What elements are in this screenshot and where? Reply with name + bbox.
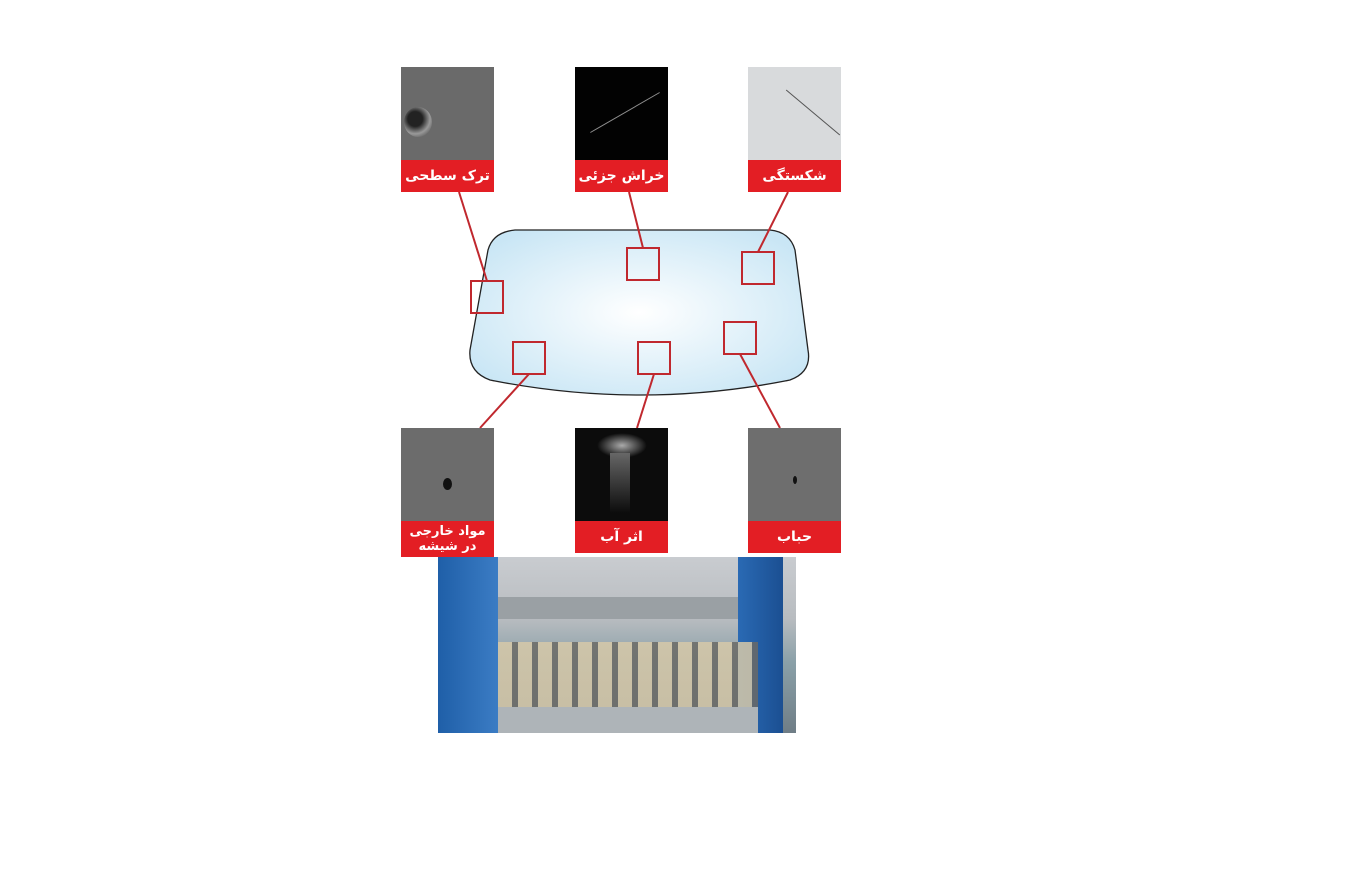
bubble-image: [748, 428, 841, 521]
connector-line: [636, 373, 655, 429]
water-mark-image: [575, 428, 668, 521]
connector-line: [628, 191, 644, 249]
surface-crack-image: [401, 67, 494, 160]
label-breakage: شکستگی: [748, 160, 841, 192]
label-surface-crack: ترک سطحی: [401, 160, 494, 192]
label-foreign-matter: مواد خارجی در شیشه: [401, 521, 494, 557]
label-water-mark: اثر آب: [575, 521, 668, 553]
connector-line: [458, 191, 488, 282]
connector-line: [757, 191, 789, 253]
breakage-image: [748, 67, 841, 160]
connector-line: [479, 373, 530, 429]
connector-line: [739, 353, 781, 429]
label-bubble: حباب: [748, 521, 841, 553]
windshield-outline: [469, 229, 810, 396]
minor-scratch-image: [575, 67, 668, 160]
foreign-matter-image: [401, 428, 494, 521]
inspection-machine-photo: [438, 557, 796, 733]
label-minor-scratch: خراش جزئی: [575, 160, 668, 192]
